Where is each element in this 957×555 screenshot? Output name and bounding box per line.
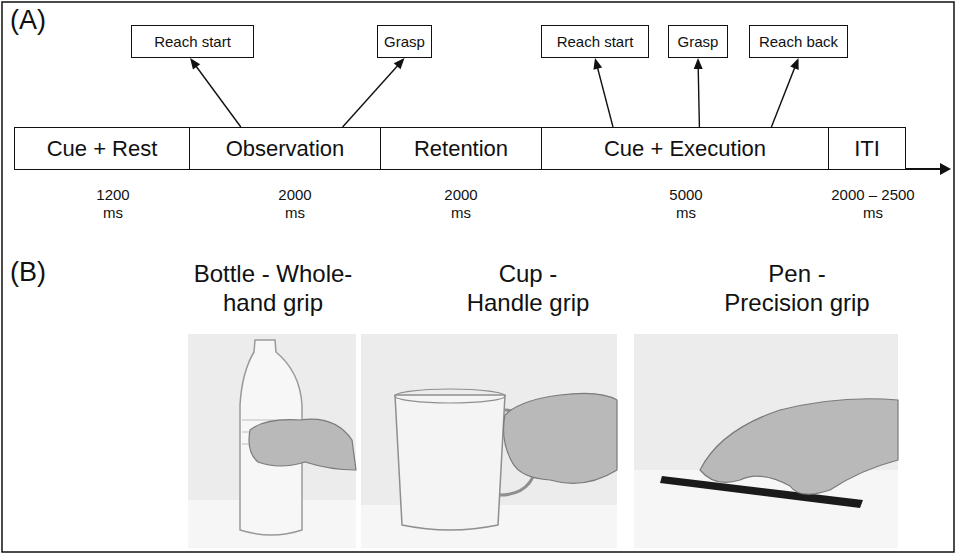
box-label: Cue + Execution xyxy=(604,136,766,161)
photo-ground xyxy=(188,334,356,548)
panel-letter: (B) xyxy=(10,256,60,288)
hand xyxy=(504,393,617,483)
event-arrow xyxy=(771,58,798,127)
event-arrow xyxy=(190,58,241,127)
arrow-head xyxy=(790,58,798,70)
phase-box: ITI xyxy=(828,127,906,170)
box-label: ITI xyxy=(854,136,880,161)
arrow-line xyxy=(343,65,399,127)
box-label: Observation xyxy=(226,136,345,161)
arrow-line xyxy=(771,66,795,127)
arrow-line xyxy=(597,67,613,127)
box-label: Reach back xyxy=(759,33,838,50)
arrow-head xyxy=(394,58,405,69)
hand xyxy=(249,419,356,470)
hand xyxy=(700,399,898,494)
event-arrow xyxy=(593,58,613,127)
box-label: Reach start xyxy=(557,33,634,50)
phase-box: Retention xyxy=(380,127,542,170)
arrow-line xyxy=(195,65,240,127)
photo-ground xyxy=(361,334,617,548)
box-label: Grasp xyxy=(384,33,425,50)
event-arrow xyxy=(343,58,405,127)
cup xyxy=(395,395,505,530)
cup-photo xyxy=(361,334,617,548)
event-box: Reach start xyxy=(541,25,649,58)
pen-photo xyxy=(634,334,898,548)
photo-caption: Cup - Handle grip xyxy=(461,260,595,318)
duration-label: 2000 ms xyxy=(270,186,320,222)
box-label: Grasp xyxy=(678,33,719,50)
arrow-head xyxy=(190,58,200,70)
duration-label: 5000 ms xyxy=(661,186,711,222)
event-box: Grasp xyxy=(377,25,432,58)
duration-label: 2000 ms xyxy=(436,186,486,222)
photo-caption: Pen - Precision grip xyxy=(718,260,876,318)
event-box: Reach start xyxy=(131,25,254,58)
arrow-head xyxy=(593,58,602,70)
duration-label: 2000 – 2500 ms xyxy=(827,186,919,222)
box-label: Retention xyxy=(414,136,508,161)
event-box: Reach back xyxy=(749,25,848,58)
panel-letter: (A) xyxy=(10,4,60,36)
phase-box: Cue + Execution xyxy=(541,127,829,170)
time-axis-head xyxy=(940,163,951,175)
bottle-photo xyxy=(188,334,356,548)
box-label: Reach start xyxy=(154,33,231,50)
phase-box: Cue + Rest xyxy=(14,127,190,170)
phase-box: Observation xyxy=(189,127,381,170)
event-arrow xyxy=(694,58,703,127)
arrow-head xyxy=(694,58,703,69)
box-label: Cue + Rest xyxy=(47,136,158,161)
arrow-line xyxy=(698,67,699,127)
photo-caption: Bottle - Whole-hand grip xyxy=(177,260,369,318)
event-box: Grasp xyxy=(668,25,728,58)
photo-ground xyxy=(634,334,898,548)
duration-label: 1200 ms xyxy=(88,186,138,222)
table-surface xyxy=(634,470,898,548)
cup-rim xyxy=(395,389,505,403)
